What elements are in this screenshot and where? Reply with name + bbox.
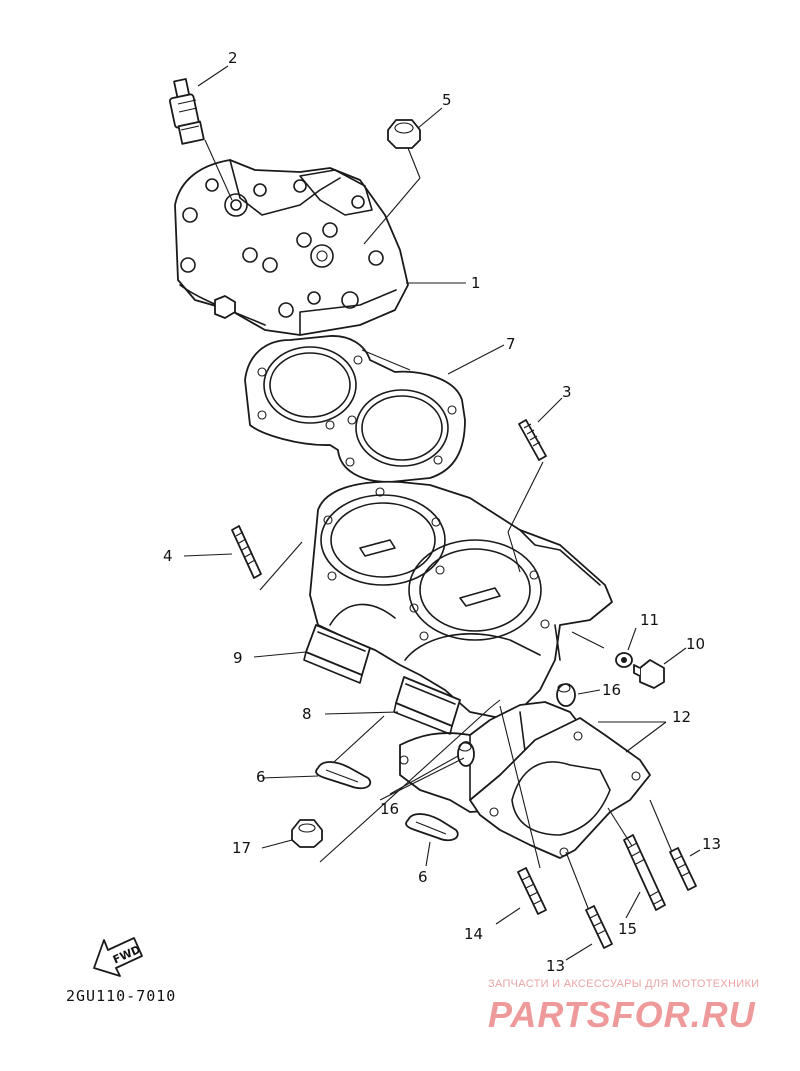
cylinder-head: [174, 159, 409, 336]
stud-4: [231, 525, 262, 579]
callout-16-lower: 16: [380, 800, 400, 818]
dowel-pin-16a: [556, 683, 576, 707]
callout-1: 1: [471, 274, 481, 292]
washer-11: [615, 652, 633, 668]
callout-8: 8: [302, 705, 312, 723]
bolt-10: [633, 659, 665, 689]
stud-3: [518, 419, 547, 461]
callout-7: 7: [506, 335, 516, 353]
callout-13-right: 13: [702, 835, 722, 853]
callout-6-left: 6: [256, 768, 266, 786]
stud-14: [517, 867, 547, 915]
fwd-arrow-icon: FWD: [93, 937, 143, 977]
head-gasket: [244, 335, 466, 483]
callout-3: 3: [562, 383, 572, 401]
stud-13a: [585, 905, 613, 949]
exhaust-flange-8: [393, 676, 461, 735]
nut-17: [291, 819, 323, 848]
callout-14: 14: [464, 925, 484, 943]
diagram-code: 2GU110-7010: [66, 987, 177, 1005]
callout-13-bottom: 13: [546, 957, 566, 975]
callout-15: 15: [618, 920, 638, 938]
callout-11: 11: [640, 611, 660, 629]
watermark-logo: PARTSFOR.RU: [488, 994, 756, 1035]
callout-9: 9: [233, 649, 243, 667]
gasket-6a: [315, 761, 372, 790]
callout-6-lower: 6: [418, 868, 428, 886]
callout-2: 2: [228, 49, 238, 67]
nut-5: [387, 119, 421, 149]
callout-16-upper: 16: [602, 681, 622, 699]
gasket-6b: [405, 813, 459, 842]
dowel-pin-16b: [457, 741, 475, 767]
callout-10: 10: [686, 635, 706, 653]
exhaust-flange-9: [303, 624, 371, 684]
callout-12: 12: [672, 708, 692, 726]
spark-plug: [169, 78, 205, 145]
callout-17: 17: [232, 839, 252, 857]
leader-lines: [183, 65, 701, 961]
stud-15: [623, 834, 666, 911]
callout-5: 5: [442, 91, 452, 109]
watermark-tagline: ЗАПЧАСТИ И АКСЕССУАРЫ ДЛЯ МОТОТЕХНИКИ: [488, 978, 760, 990]
callout-4: 4: [163, 547, 173, 565]
stud-13b: [669, 847, 697, 891]
